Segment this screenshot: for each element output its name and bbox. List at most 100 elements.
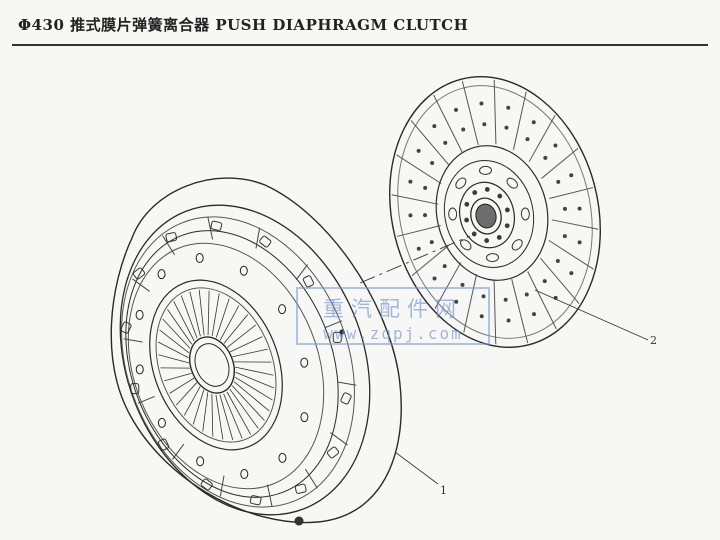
flange-tab (302, 275, 315, 288)
diaphragm-finger (167, 309, 193, 345)
diaphragm-finger (183, 386, 201, 416)
watermark-brand: 重汽配件网 (323, 297, 463, 321)
rivet (562, 234, 567, 239)
rivet (432, 124, 437, 129)
diaphragm-finger (207, 290, 210, 336)
rivet (577, 240, 582, 245)
cover-bolt (278, 304, 287, 315)
rivet (569, 173, 574, 178)
rivet (481, 294, 486, 299)
damper-spring (448, 207, 458, 221)
friction-segment-divider (396, 225, 441, 237)
rivet (429, 240, 434, 245)
rivet (423, 213, 428, 218)
friction-segment-divider (493, 279, 497, 345)
diaphragm-finger (211, 293, 220, 337)
damper-spring (520, 207, 530, 221)
flange-tab-edge (137, 396, 155, 404)
diaphragm-finger (223, 314, 249, 344)
rivet (454, 299, 459, 304)
hub-hole (484, 238, 490, 243)
diaphragm-finger (215, 298, 230, 338)
cover-bolt-holes (135, 252, 309, 480)
friction-segment-divider (411, 245, 449, 277)
flange-tab (120, 321, 132, 334)
flange-tab-edge (132, 278, 150, 292)
flange-tab (340, 392, 352, 405)
friction-segment-divider (434, 262, 462, 310)
flange-tab-edge (255, 227, 261, 249)
diaphragm-finger (226, 391, 252, 435)
hub-hole (464, 217, 470, 223)
diaphragm-finger (176, 382, 198, 406)
friction-segment-divider (548, 239, 594, 270)
rivet (542, 279, 547, 284)
diaphragm-finger (231, 385, 265, 421)
rivet (531, 312, 536, 317)
rivet (423, 185, 428, 190)
friction-segment-divider (527, 271, 557, 330)
friction-segment-divider (540, 257, 580, 304)
hub-hole (484, 187, 490, 192)
watermark: 重汽配件网 www.zqpj.com (296, 287, 490, 345)
rivet (460, 282, 465, 287)
diaphragm-finger (229, 388, 259, 429)
damper-spring (479, 165, 493, 175)
flange-tab-edge (219, 475, 225, 497)
rivet (531, 120, 536, 125)
cover-bolt (157, 417, 166, 428)
diaphragm-finger (159, 329, 190, 354)
damper-spring (455, 177, 467, 189)
diaphragm-finger (162, 318, 191, 349)
friction-segments (391, 79, 599, 345)
damper-spring (511, 239, 523, 251)
flange-tab (326, 446, 340, 459)
cover-bolt (300, 412, 309, 423)
cover-bolt (239, 265, 248, 276)
rivet (432, 276, 437, 281)
title-rule (12, 44, 708, 46)
friction-segment-divider (493, 79, 497, 145)
flange-tab-edge (330, 432, 348, 446)
leader-line-1 (394, 451, 439, 485)
diaphragm-finger (233, 381, 270, 412)
cover-bolt (195, 252, 204, 263)
diaphragm-finger (211, 394, 214, 437)
hub-hole (504, 207, 510, 213)
flange-tab-edge (266, 484, 273, 507)
rivet (506, 105, 511, 110)
watermark-url: www.zqpj.com (323, 324, 463, 343)
rivet (408, 179, 413, 184)
rivet (430, 160, 435, 165)
rivet (479, 101, 484, 106)
cover-bolt (135, 309, 144, 320)
cover-bolt (135, 364, 144, 375)
cover-bolt (157, 269, 166, 280)
damper-springs (448, 165, 530, 263)
alignment-line (359, 235, 471, 284)
flange-tab (294, 483, 307, 494)
flange-tab (165, 232, 178, 243)
hub-hole (464, 201, 470, 207)
clutch-disc (389, 76, 601, 348)
flange-tab-edge (123, 338, 143, 343)
flange-tab (132, 267, 146, 280)
friction-segment-divider (549, 187, 594, 199)
diaphragm-finger (164, 372, 192, 382)
flange-tab-edge (162, 235, 176, 256)
diaphragm-finger (198, 289, 205, 336)
rivet (442, 264, 447, 269)
flange-tab-edge (295, 264, 308, 281)
rivet (482, 122, 487, 127)
hub-holes (464, 187, 510, 243)
diaphragm-finger (215, 394, 224, 440)
damper-spring (506, 177, 518, 189)
diaphragm-finger (173, 301, 195, 341)
diaphragm-finger (192, 389, 205, 425)
friction-segment-divider (541, 147, 579, 179)
hub-hole (496, 235, 502, 240)
cover-bolt (196, 456, 205, 467)
flange-tab-edge (304, 468, 318, 489)
rivet (562, 206, 567, 211)
